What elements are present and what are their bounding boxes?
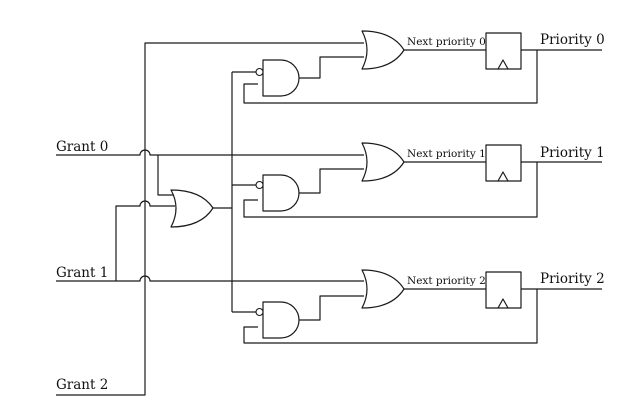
wire-feedback-0: [243, 50, 538, 104]
inverter-bubble: [255, 180, 264, 190]
label-grant-1: Grant 1: [56, 265, 108, 281]
label-grant-2: Grant 2: [56, 377, 108, 393]
label-grant-0: Grant 0: [56, 139, 108, 155]
nand-gate-1: [255, 174, 300, 212]
wire-grant-1-tap: [115, 200, 175, 281]
clock-triangle-icon: [497, 171, 509, 182]
label-next-priority-1: Next priority 1: [407, 148, 486, 160]
flip-flop-2: [485, 271, 522, 309]
inverter-bubble: [255, 307, 264, 317]
label-priority-0: Priority 0: [540, 32, 605, 48]
label-priority-2: Priority 2: [540, 271, 605, 287]
wire-nand0-or0: [299, 56, 364, 79]
wire-grant-2: [56, 42, 364, 396]
wire-feedback-1: [243, 162, 538, 218]
label-next-priority-2: Next priority 2: [407, 275, 486, 287]
inverter-bubble: [255, 67, 264, 77]
central-or-gate: [170, 189, 214, 228]
nand-gate-0: [255, 59, 300, 97]
or-gate-2: [361, 269, 405, 309]
wire-feedback-2: [243, 289, 538, 344]
flip-flop-1: [485, 144, 522, 182]
label-next-priority-0: Next priority 0: [407, 36, 486, 48]
or-gate-0: [361, 30, 405, 70]
wire-nand2-or2: [299, 295, 364, 321]
clock-triangle-icon: [497, 298, 509, 309]
wire-grant-0-tap: [157, 155, 175, 196]
flip-flop-0: [485, 32, 522, 70]
or-gate-1: [361, 142, 405, 182]
nand-gate-2: [255, 301, 300, 339]
clock-triangle-icon: [497, 59, 509, 70]
label-priority-1: Priority 1: [540, 145, 605, 161]
wire-nand1-or1: [299, 168, 364, 194]
wires: [56, 42, 602, 396]
